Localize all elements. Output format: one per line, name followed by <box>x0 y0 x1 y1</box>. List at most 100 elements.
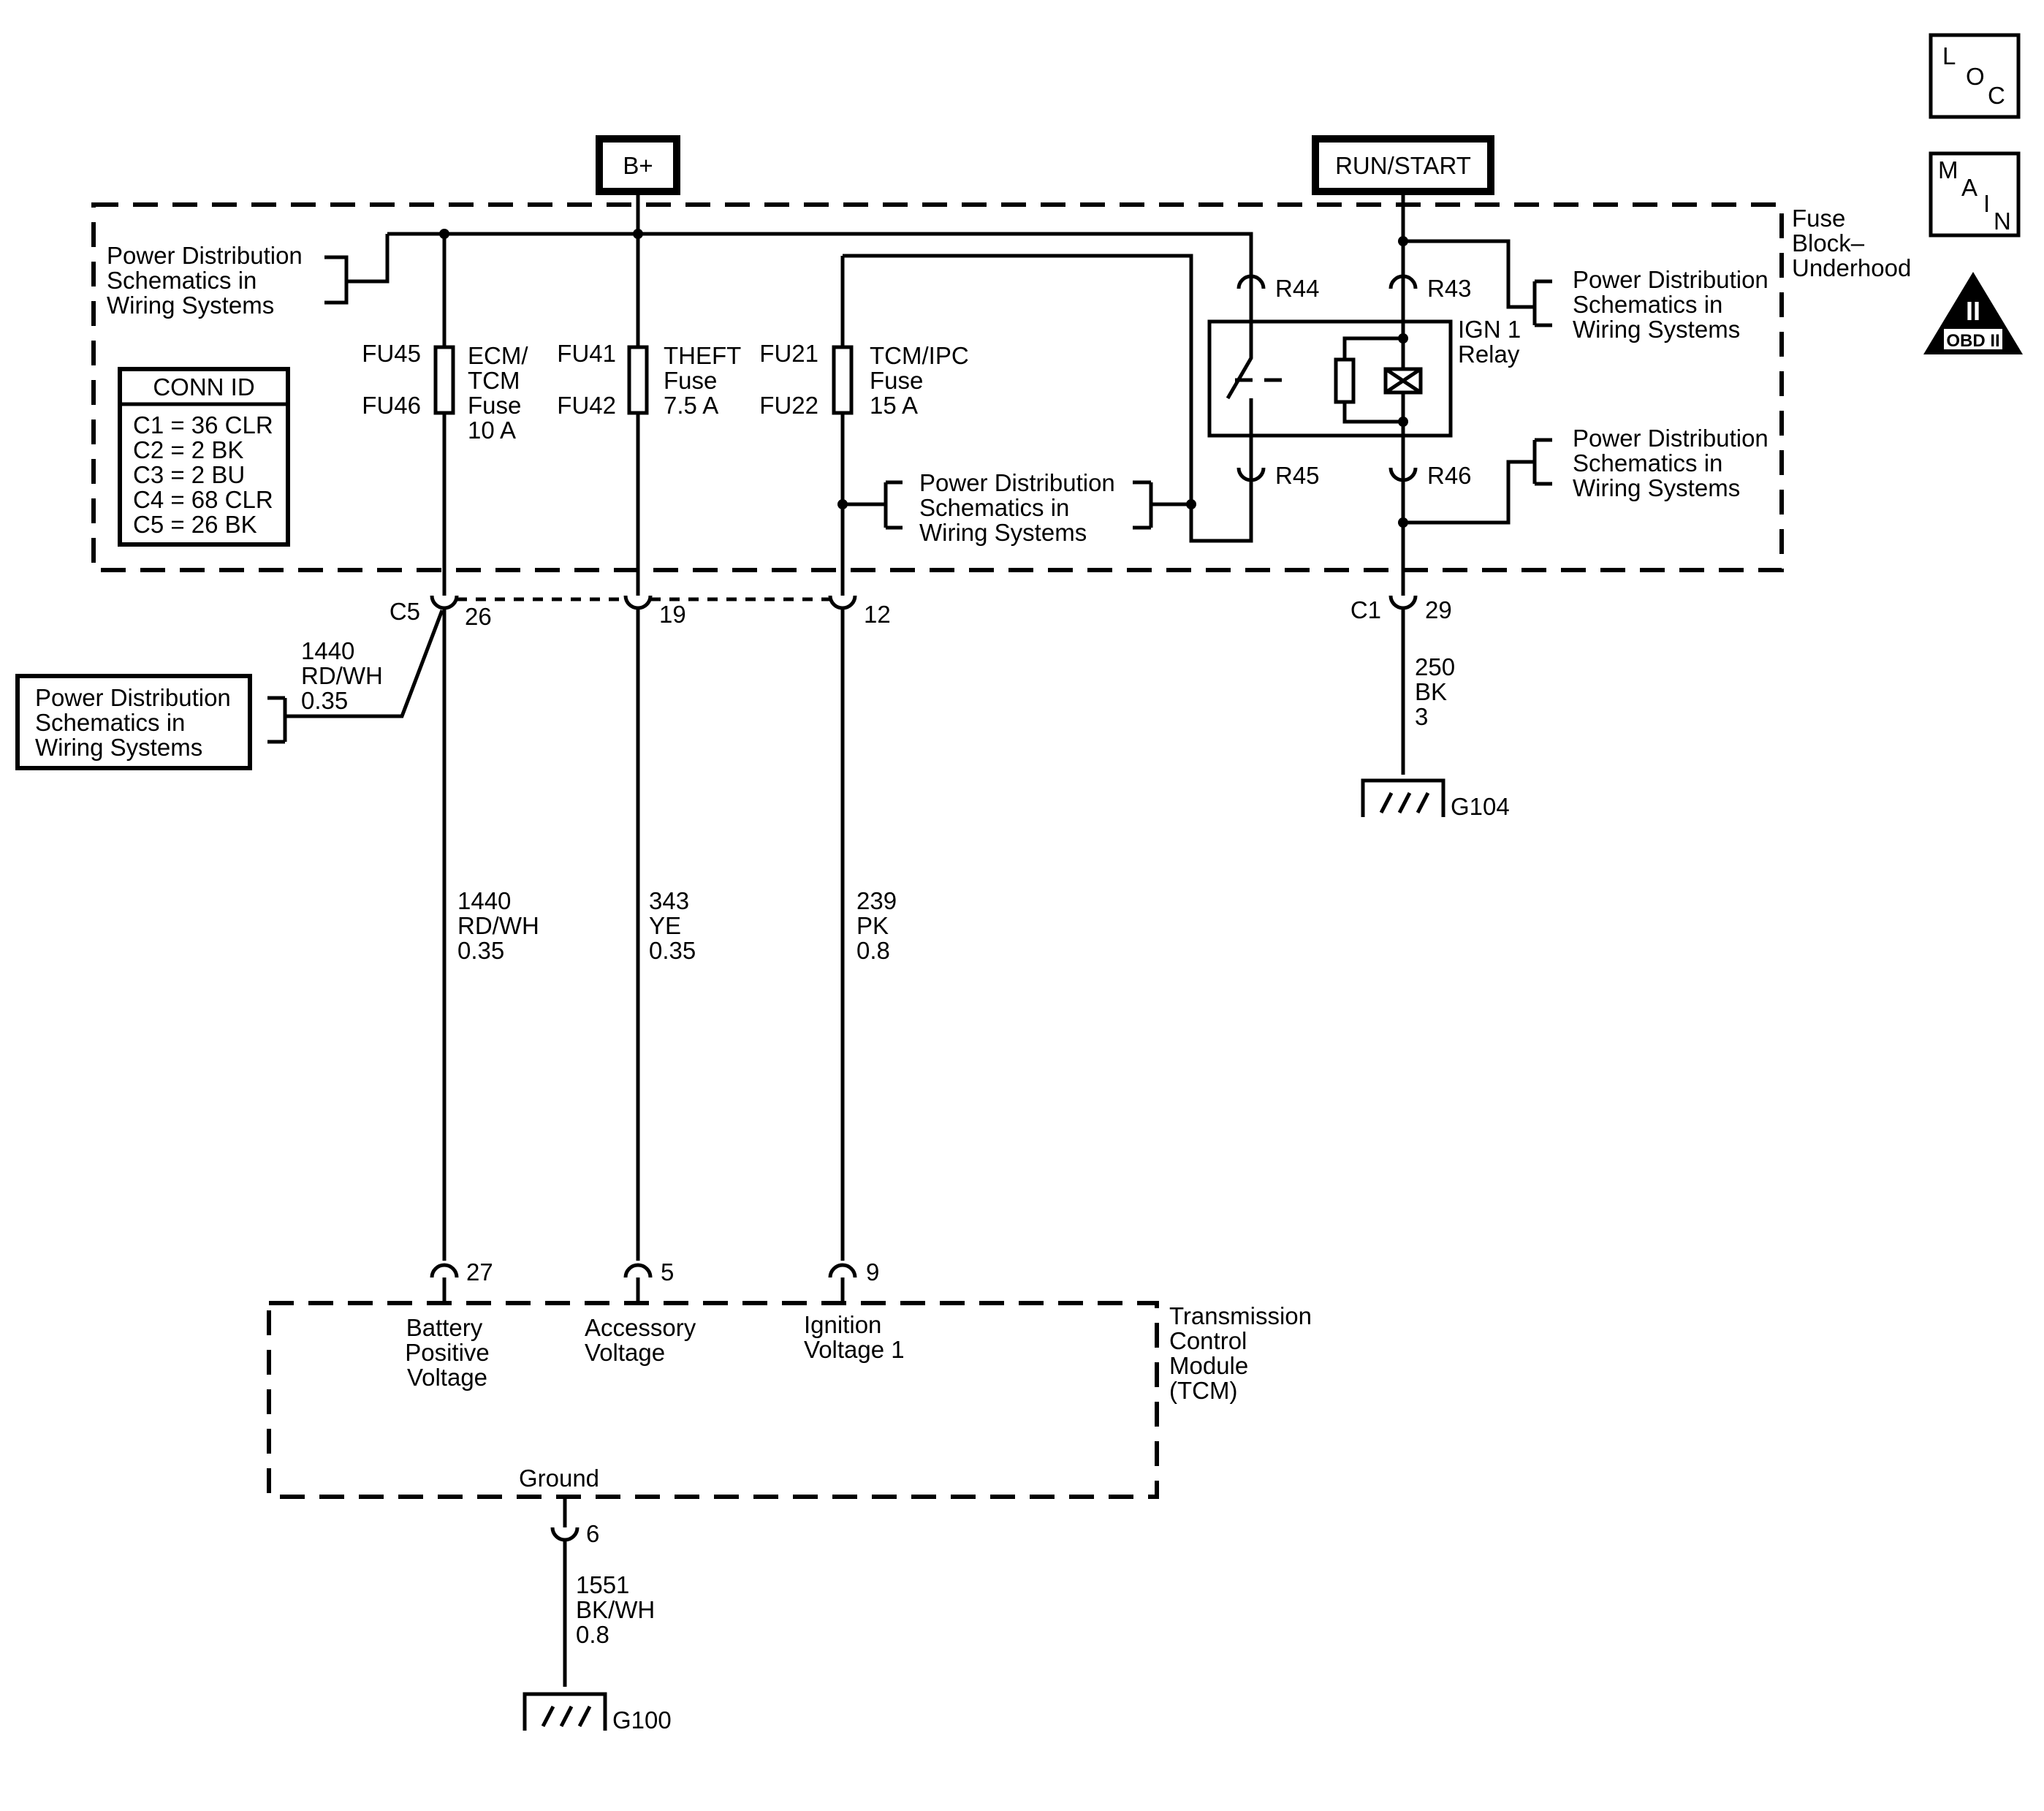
svg-text:Fuse: Fuse <box>1792 205 1845 232</box>
svg-text:Relay: Relay <box>1458 341 1520 368</box>
bplus-source: B+ <box>596 135 680 195</box>
svg-text:1440: 1440 <box>301 637 354 664</box>
svg-text:RD/WH: RD/WH <box>301 662 383 689</box>
connector-c5: C5 26 19 12 <box>390 570 891 630</box>
svg-text:L: L <box>1942 42 1956 69</box>
pd-ref-top-left: Power Distribution Schematics in Wiring … <box>107 242 349 319</box>
svg-text:Wiring Systems: Wiring Systems <box>1573 316 1740 343</box>
svg-text:FU45: FU45 <box>362 340 421 367</box>
connector-c1: C1 29 <box>1350 570 1452 623</box>
svg-text:Ignition: Ignition <box>804 1311 881 1338</box>
wire-1440: 1440 RD/WH 0.35 <box>442 608 539 1261</box>
svg-text:Accessory: Accessory <box>585 1314 696 1341</box>
tcm-pins-top: 27 5 9 <box>430 1258 879 1303</box>
svg-text:15 A: 15 A <box>870 392 918 419</box>
svg-text:Wiring Systems: Wiring Systems <box>1573 474 1740 501</box>
svg-text:Wiring Systems: Wiring Systems <box>107 292 274 319</box>
pd-ref-middle: Power Distribution Schematics in Wiring … <box>837 469 1196 546</box>
svg-text:Power Distribution: Power Distribution <box>107 242 303 269</box>
svg-text:BK: BK <box>1415 678 1447 705</box>
svg-text:27: 27 <box>466 1258 493 1286</box>
svg-text:26: 26 <box>465 603 492 630</box>
svg-text:PK: PK <box>856 912 889 939</box>
svg-text:C5 = 26 BK: C5 = 26 BK <box>133 511 257 538</box>
tcm-ground-pin: 6 <box>550 1497 599 1547</box>
wire-239: 239 PK 0.8 <box>840 608 897 1261</box>
ground-g104: G104 <box>1361 778 1510 820</box>
svg-text:II: II <box>1966 296 1980 326</box>
svg-text:C1 = 36 CLR: C1 = 36 CLR <box>133 411 273 438</box>
svg-text:Fuse: Fuse <box>664 367 717 394</box>
pd-ref-left-branch: Power Distribution Schematics in Wiring … <box>15 610 444 770</box>
svg-text:19: 19 <box>659 601 686 628</box>
bplus-bus <box>346 191 1253 289</box>
loc-icon[interactable]: L O C <box>1929 33 2021 119</box>
svg-text:Power Distribution: Power Distribution <box>919 469 1115 496</box>
svg-text:C: C <box>1988 82 2005 109</box>
svg-text:0.35: 0.35 <box>301 687 348 714</box>
fuse-theft: FU41 FU42 THEFT Fuse 7.5 A <box>557 234 741 570</box>
main-icon[interactable]: M A I N <box>1929 151 2021 238</box>
run-start-bus <box>1398 191 1535 309</box>
conn-id-table: CONN ID C1 = 36 CLR C2 = 2 BK C3 = 2 BU … <box>118 367 290 547</box>
svg-text:FU42: FU42 <box>557 392 616 419</box>
svg-text:C4 = 68 CLR: C4 = 68 CLR <box>133 486 273 513</box>
svg-text:Power Distribution: Power Distribution <box>1573 266 1768 293</box>
svg-text:6: 6 <box>586 1520 599 1547</box>
svg-text:Schematics in: Schematics in <box>35 709 185 736</box>
svg-text:343: 343 <box>649 887 689 914</box>
svg-text:Schematics in: Schematics in <box>1573 449 1722 477</box>
svg-text:R45: R45 <box>1275 462 1320 489</box>
svg-text:9: 9 <box>866 1258 879 1286</box>
svg-text:0.8: 0.8 <box>856 937 890 964</box>
svg-text:C3 = 2 BU: C3 = 2 BU <box>133 461 245 488</box>
svg-text:R44: R44 <box>1275 275 1320 302</box>
svg-text:Wiring Systems: Wiring Systems <box>919 519 1087 546</box>
tcm-boundary <box>267 1301 1159 1499</box>
fuse-tcm-ipc: FU21 FU22 TCM/IPC Fuse 15 A <box>759 254 1253 570</box>
svg-text:RD/WH: RD/WH <box>457 912 539 939</box>
wire-250: 250 BK 3 <box>1401 608 1455 775</box>
svg-text:A: A <box>1961 174 1977 201</box>
svg-text:Control: Control <box>1169 1327 1247 1354</box>
svg-text:IGN 1: IGN 1 <box>1458 316 1521 343</box>
pd-ref-right-bottom: Power Distribution Schematics in Wiring … <box>1398 425 1768 528</box>
pd-ref-right-top: Power Distribution Schematics in Wiring … <box>1532 266 1768 343</box>
wire-1551: 1551 BK/WH 0.8 <box>563 1540 655 1687</box>
svg-text:O: O <box>1966 63 1985 90</box>
svg-text:FU41: FU41 <box>557 340 616 367</box>
svg-text:Power Distribution: Power Distribution <box>35 684 231 711</box>
svg-text:Schematics in: Schematics in <box>107 267 257 294</box>
svg-text:TCM: TCM <box>468 367 520 394</box>
svg-text:B+: B+ <box>623 152 653 179</box>
fuse-block-label: Fuse Block– Underhood <box>1792 205 1911 281</box>
svg-text:Voltage 1: Voltage 1 <box>804 1336 905 1363</box>
svg-text:Fuse: Fuse <box>870 367 923 394</box>
svg-text:29: 29 <box>1425 596 1452 623</box>
svg-text:CONN ID: CONN ID <box>153 373 254 400</box>
svg-text:THEFT: THEFT <box>664 342 741 369</box>
svg-text:Schematics in: Schematics in <box>919 494 1069 521</box>
run-start-source: RUN/START <box>1312 135 1494 195</box>
svg-text:I: I <box>1983 190 1990 217</box>
svg-text:Positive: Positive <box>405 1339 490 1366</box>
fuse-block-boundary <box>91 202 1784 572</box>
tcm-pin-labels: Battery Positive Voltage Accessory Volta… <box>405 1311 904 1492</box>
ground-g100: G100 <box>523 1692 672 1734</box>
svg-text:RUN/START: RUN/START <box>1335 152 1471 179</box>
ign1-relay: R44 R43 R45 R46 IGN 1 Relay <box>1207 274 1521 570</box>
svg-text:3: 3 <box>1415 703 1428 730</box>
svg-text:TCM/IPC: TCM/IPC <box>870 342 969 369</box>
svg-text:Fuse: Fuse <box>468 392 521 419</box>
svg-text:G104: G104 <box>1451 793 1510 820</box>
svg-text:12: 12 <box>864 601 891 628</box>
svg-text:BK/WH: BK/WH <box>576 1596 655 1623</box>
svg-text:C5: C5 <box>390 598 420 625</box>
svg-text:7.5 A: 7.5 A <box>664 392 718 419</box>
svg-text:10 A: 10 A <box>468 417 516 444</box>
svg-text:Ground: Ground <box>519 1465 599 1492</box>
svg-text:G100: G100 <box>612 1706 672 1734</box>
svg-text:Transmission: Transmission <box>1169 1302 1312 1329</box>
svg-text:Voltage: Voltage <box>407 1364 487 1391</box>
obd2-icon[interactable]: II OBD II <box>1923 272 2023 354</box>
